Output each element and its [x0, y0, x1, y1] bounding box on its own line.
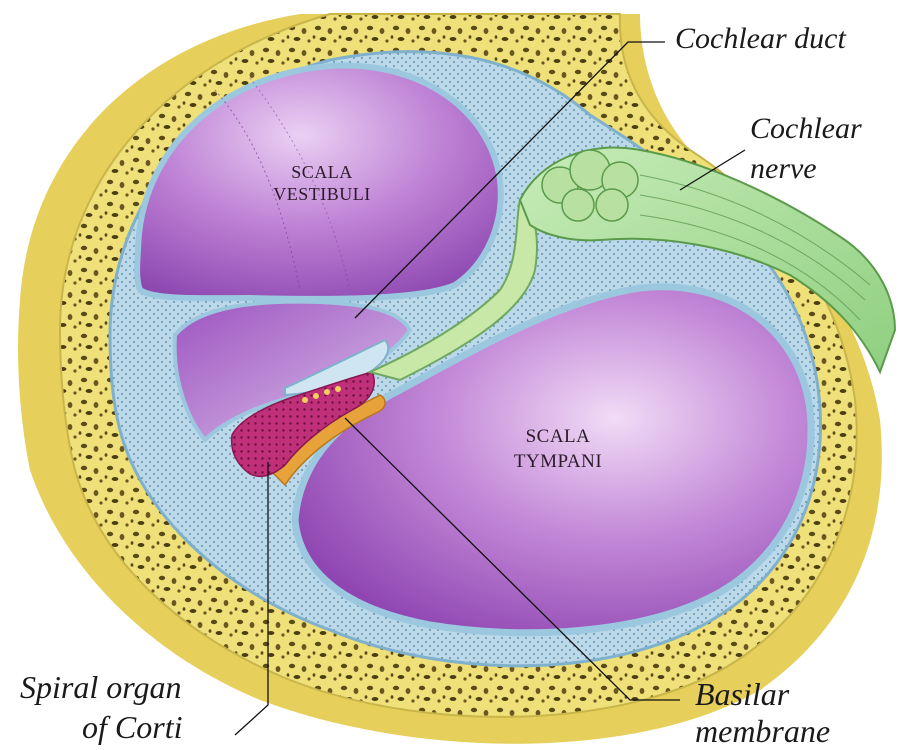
label-cochlear-duct: Cochlear duct — [675, 22, 846, 55]
label-cochlear-nerve-1: Cochlear — [750, 112, 862, 145]
label-cochlear-nerve-2: nerve — [750, 152, 817, 185]
label-scala-tympani-2: TYMPANI — [514, 451, 602, 472]
label-scala-vestibuli-1: SCALA — [291, 162, 353, 182]
label-basilar-2: membrane — [695, 713, 830, 749]
label-spiral-organ-1: Spiral organ — [20, 669, 182, 705]
label-spiral-organ-2: of Corti — [82, 709, 182, 745]
label-scala-tympani-1: SCALA — [526, 426, 591, 447]
label-scala-vestibuli-2: VESTIBULI — [273, 184, 371, 204]
label-basilar-1: Basilar — [695, 676, 790, 712]
